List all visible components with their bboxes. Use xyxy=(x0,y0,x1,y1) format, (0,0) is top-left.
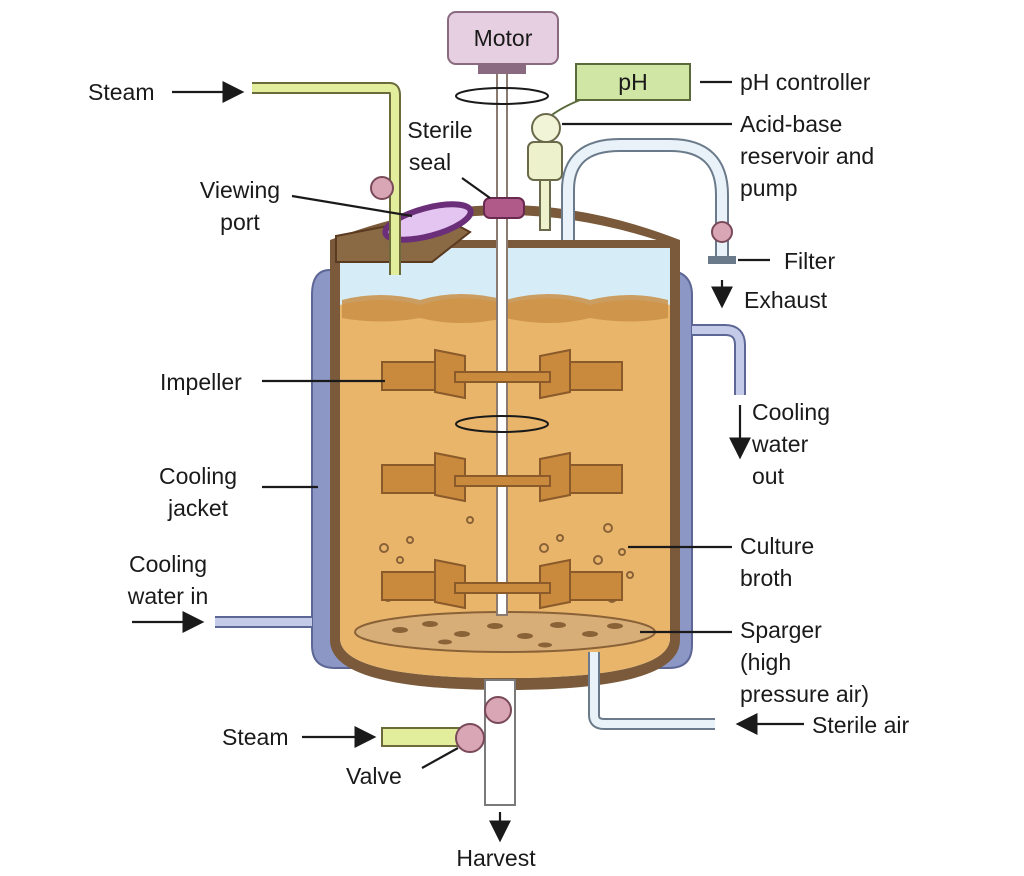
sparger-label-2: (high xyxy=(740,649,791,675)
viewing-port xyxy=(382,201,474,243)
ph-system: pH xyxy=(527,63,691,231)
filter-label: Filter xyxy=(784,248,835,274)
sparger xyxy=(354,611,656,653)
viewing-port-label-2: port xyxy=(220,209,260,235)
cooling-water-in-label-1: Cooling xyxy=(129,551,207,577)
exhaust-label: Exhaust xyxy=(744,287,828,313)
cooling-jacket-label-2: jacket xyxy=(167,495,229,521)
cooling-jacket-label-1: Cooling xyxy=(159,463,237,489)
valve xyxy=(455,723,485,753)
viewing-port-label-1: Viewing xyxy=(200,177,280,203)
labels: Steam pH controller Acid-base reservoir … xyxy=(88,69,909,871)
sparger-label-1: Sparger xyxy=(740,617,822,643)
impeller-blades xyxy=(381,348,623,610)
ph-box-label: pH xyxy=(618,69,647,95)
cooling-water-in-label-2: water in xyxy=(127,583,209,609)
sterile-seal-label-2: seal xyxy=(409,149,451,175)
harvest-outlet xyxy=(484,679,516,806)
valve-label: Valve xyxy=(346,763,402,789)
cooling-water-out-label-1: Cooling xyxy=(752,399,830,425)
steam-inlet-bottom xyxy=(381,723,485,753)
cooling-water-out-pipe xyxy=(692,324,746,395)
acid-base-label-3: pump xyxy=(740,175,798,201)
sparger-label-3: pressure air) xyxy=(740,681,869,707)
exhaust-pipe xyxy=(561,138,736,264)
motor: Motor xyxy=(447,11,559,74)
motor-label: Motor xyxy=(474,25,533,51)
sterile-air-label: Sterile air xyxy=(812,712,909,738)
culture-broth-label-2: broth xyxy=(740,565,792,591)
rotation-arrows xyxy=(455,87,549,433)
steam-bottom-label: Steam xyxy=(222,724,288,750)
cooling-water-out-label-2: water xyxy=(751,431,809,457)
steam-top-label: Steam xyxy=(88,79,154,105)
ph-controller-label: pH controller xyxy=(740,69,871,95)
culture-broth-label-1: Culture xyxy=(740,533,814,559)
harvest-label: Harvest xyxy=(456,845,536,871)
steam-inlet-top xyxy=(252,82,401,275)
acid-base-label-1: Acid-base xyxy=(740,111,842,137)
leader-lines xyxy=(132,80,804,843)
sterile-seal-label-1: Sterile xyxy=(407,117,472,143)
impeller-shaft xyxy=(496,59,508,616)
sterile-seal xyxy=(483,197,525,219)
acid-base-label-2: reservoir and xyxy=(740,143,874,169)
cooling-water-out-label-3: out xyxy=(752,463,785,489)
impeller-label: Impeller xyxy=(160,369,242,395)
